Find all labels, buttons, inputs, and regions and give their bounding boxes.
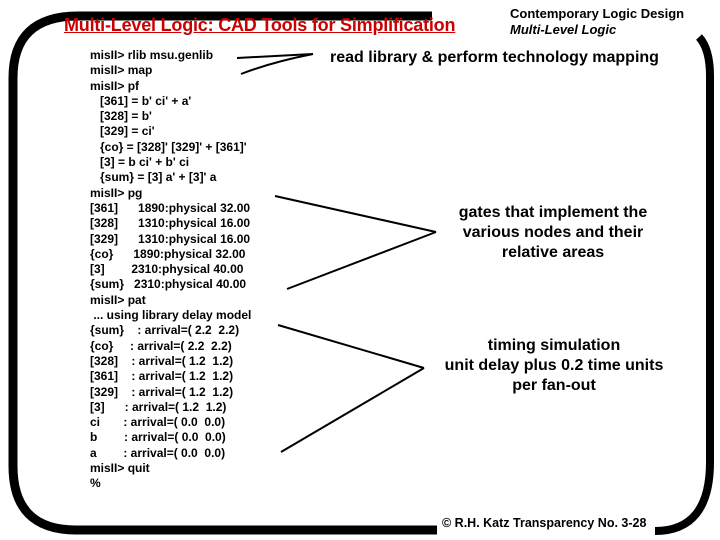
connector-timing-upper-line bbox=[277, 324, 425, 369]
frame-border-right bbox=[654, 34, 714, 535]
connector-timing-lower-line bbox=[280, 367, 425, 453]
frame-border-main bbox=[8, 11, 437, 535]
header-lecture-name: Multi-Level Logic bbox=[510, 22, 617, 37]
connector-gates-lower-line bbox=[286, 231, 437, 290]
annotation-gates: gates that implement the various nodes a… bbox=[458, 204, 648, 261]
page-title: Multi-Level Logic: CAD Tools for Simplif… bbox=[64, 15, 456, 35]
header-course-name: Contemporary Logic Design bbox=[510, 6, 685, 21]
connector-read-library-lower-line bbox=[240, 53, 314, 75]
header: Contemporary Logic Design Multi-Level Lo… bbox=[510, 6, 684, 38]
console-listing: misII> rlib msu.genlib misII> map misII>… bbox=[90, 48, 252, 491]
footer-credit: © R.H. Katz Transparency No. 3-28 bbox=[442, 516, 647, 530]
annotation-read-library: read library & perform technology mappin… bbox=[330, 49, 659, 66]
connector-gates-upper-line bbox=[274, 195, 437, 233]
annotation-timing: timing simulation unit delay plus 0.2 ti… bbox=[444, 337, 664, 394]
connector-read-library-upper-line bbox=[236, 53, 314, 59]
